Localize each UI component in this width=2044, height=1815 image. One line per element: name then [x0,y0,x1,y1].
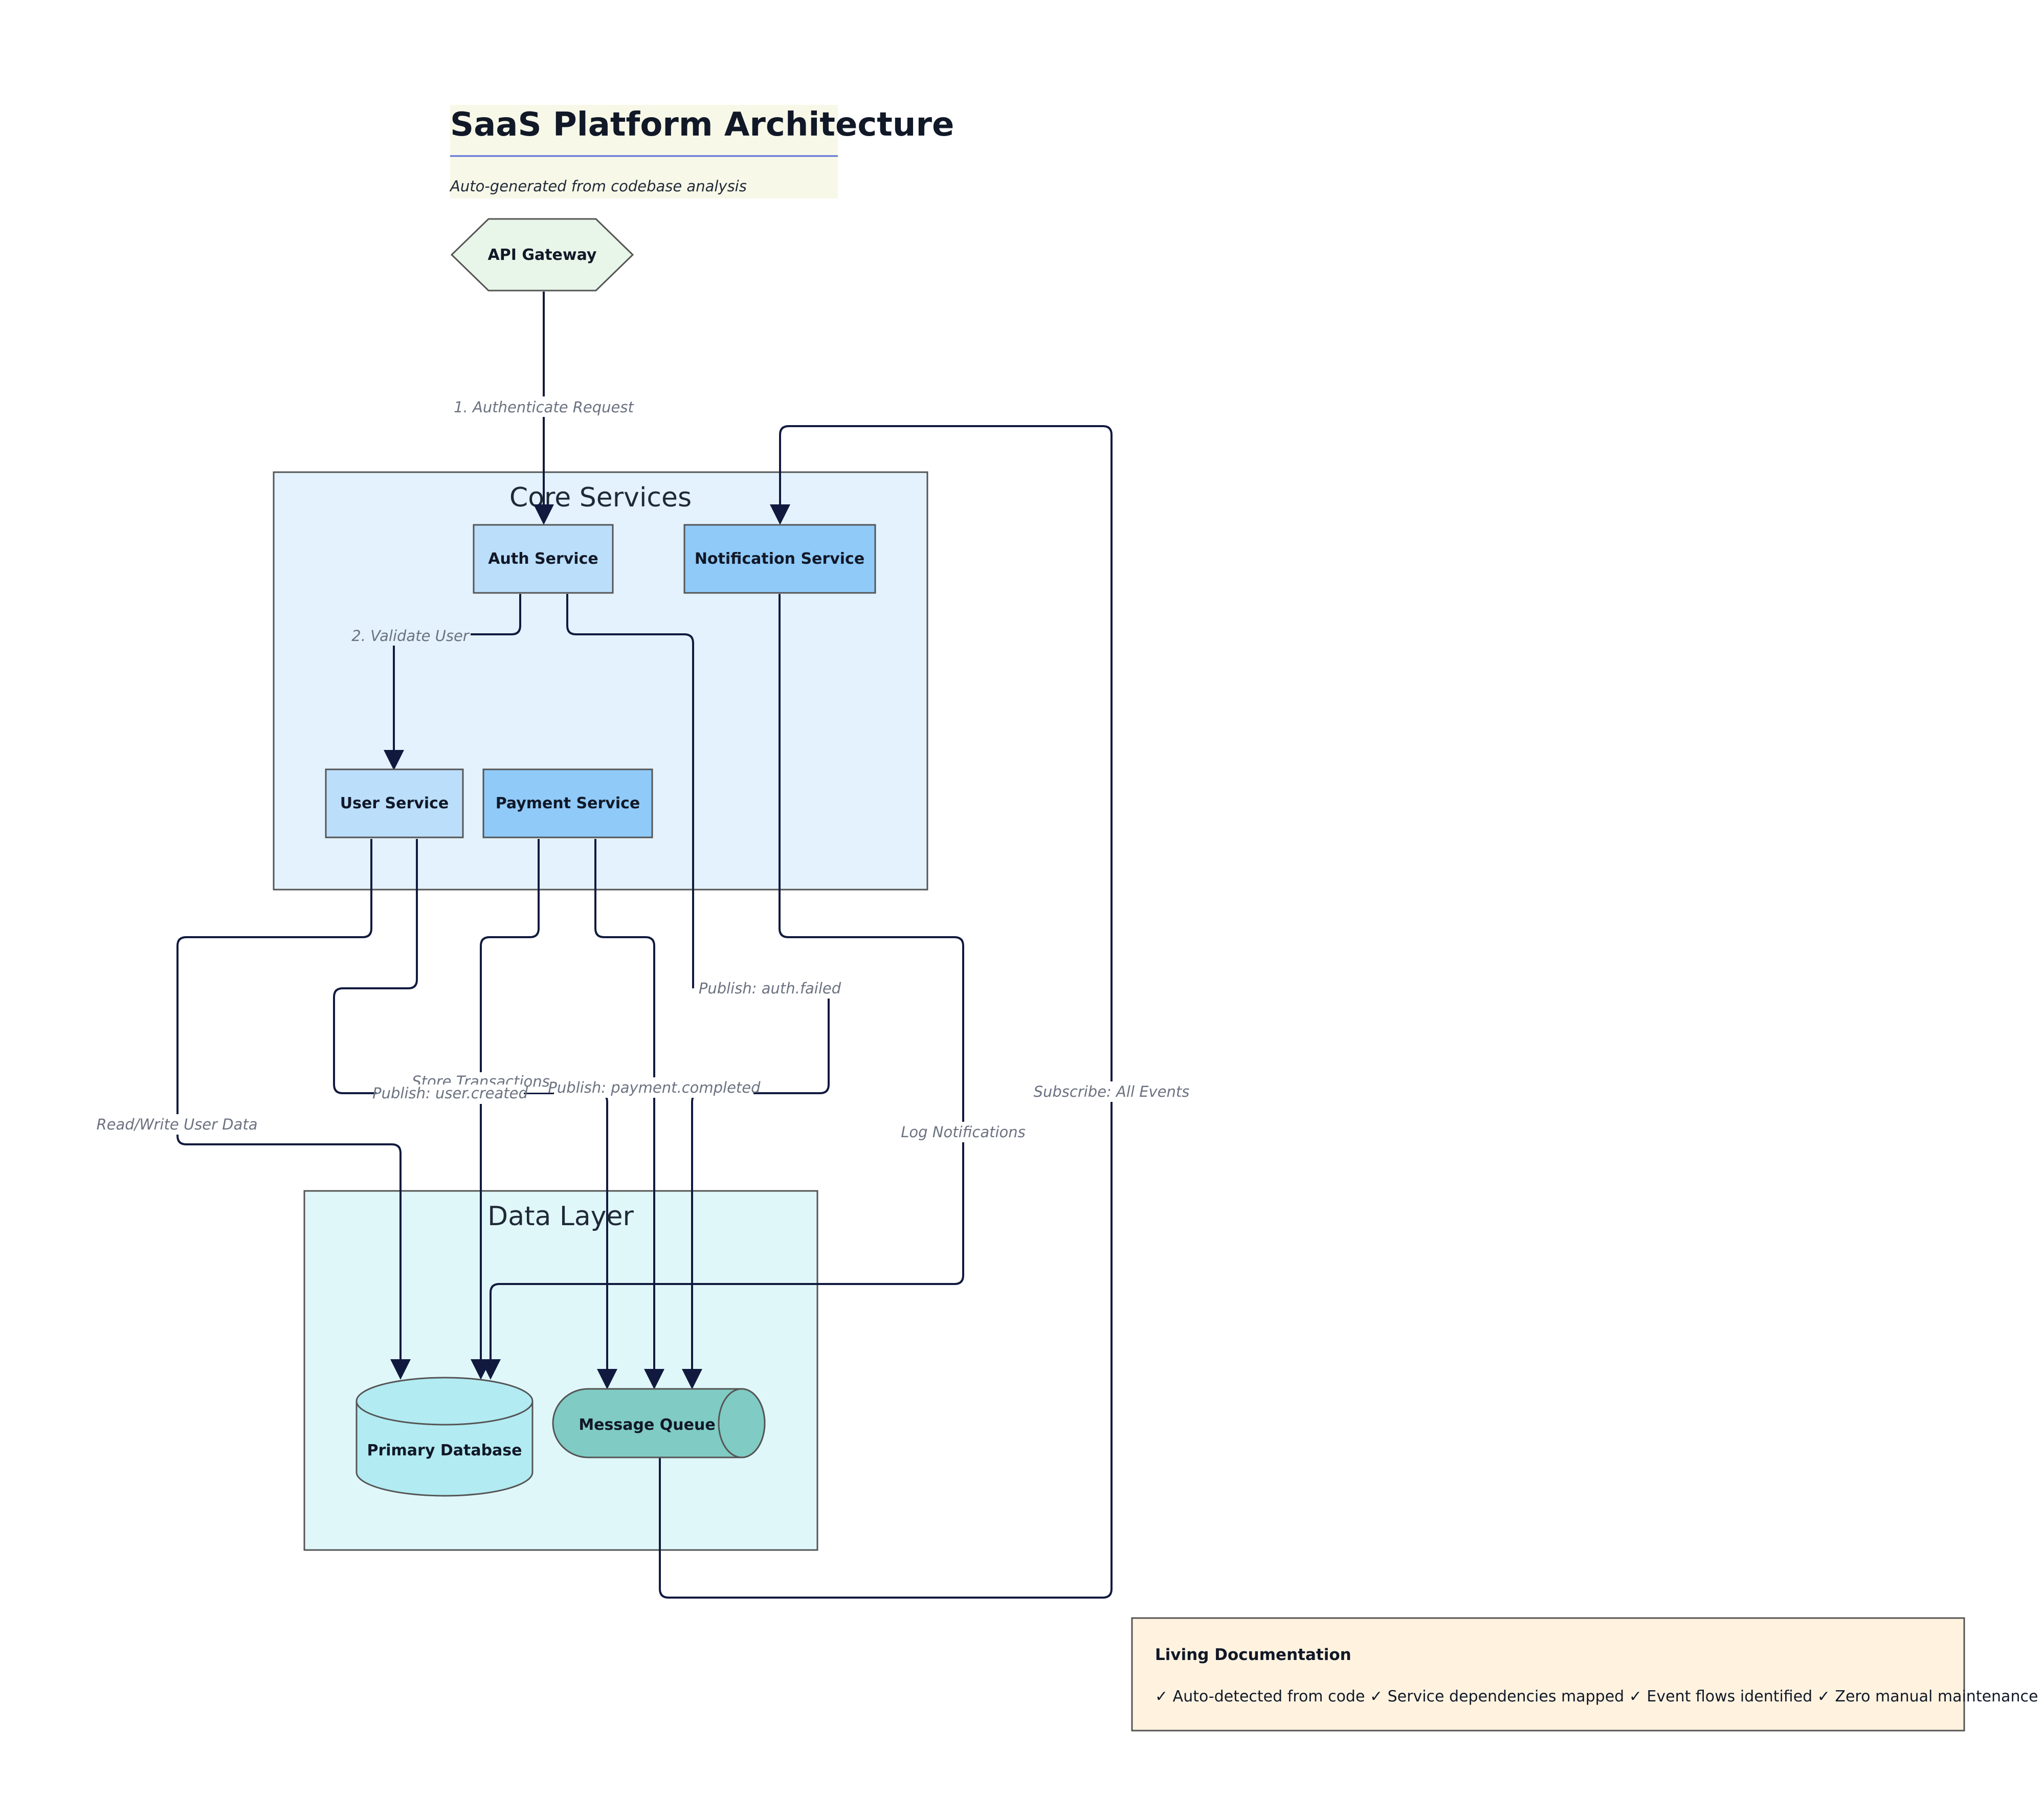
api-gateway-node[interactable]: API Gateway [450,218,634,292]
auth-failed-label-background [699,978,842,999]
user-service-box[interactable] [325,768,464,838]
log-notifications-label-background [903,1122,1024,1142]
user-service-node[interactable]: User Service [325,768,464,838]
user-created-label-background [376,1084,524,1104]
edge-subscribe-all-events[interactable] [659,425,1113,1599]
edge-auth-failed[interactable] [566,594,830,1387]
auth-failed-label: Publish: auth.failed [699,980,841,997]
edge-validate-user[interactable] [394,594,521,768]
note-box [1131,1617,1965,1732]
api-gateway-label: API Gateway [488,246,597,264]
primary-database-body[interactable] [356,1401,534,1497]
payment-service-node[interactable]: Payment Service [482,768,653,838]
primary-database-top[interactable] [356,1377,534,1426]
subscribe-label-background [1038,1081,1185,1102]
validate-user-label-background [356,625,469,646]
api-gateway-shape[interactable] [450,218,634,292]
title-background [450,105,838,198]
read-write-user-data-label: Read/Write User Data [96,1116,257,1133]
payment-completed-label: Publish: payment.completed [548,1079,761,1096]
subscribe-all-events-label: Subscribe: All Events [1034,1083,1190,1100]
message-queue-end[interactable] [718,1388,766,1458]
notification-service-label: Notification Service [695,550,864,568]
auth-service-box[interactable] [473,524,614,594]
title-block: SaaS Platform Architecture Auto-generate… [449,105,954,198]
page-subtitle: Auto-generated from codebase analysis [449,178,747,195]
edge-log-notifications[interactable] [480,594,964,1380]
notification-service-node[interactable]: Notification Service [683,524,876,594]
data-layer-label: Data Layer [487,1201,634,1232]
primary-database-node[interactable]: Primary Database [356,1377,534,1497]
living-documentation-note: Living Documentation ✓ Auto-detected fro… [1131,1617,2038,1732]
log-notifications-label: Log Notifications [901,1123,1026,1141]
edges [176,292,1113,1599]
note-title: Living Documentation [1155,1646,1351,1664]
payment-service-box[interactable] [482,768,653,838]
message-queue-label: Message Queue [579,1416,715,1434]
data-layer-container [303,1190,818,1551]
read-write-label-background [101,1114,255,1135]
primary-database-label: Primary Database [367,1442,522,1459]
validate-user-label: 2. Validate User [351,627,470,645]
data-layer-group: Data Layer [303,1190,818,1551]
authenticate-label: 1. Authenticate Request [454,399,634,416]
authenticate-label-background [462,396,626,417]
edge-labels: 1. Authenticate Request 2. Validate User… [96,396,1189,1142]
note-body: ✓ Auto-detected from code ✓ Service depe… [1155,1688,2038,1706]
core-services-label: Core Services [509,482,692,513]
payment-service-label: Payment Service [496,794,640,812]
user-created-label: Publish: user.created [372,1084,528,1102]
message-queue-node[interactable]: Message Queue [552,1388,766,1458]
auth-service-label: Auth Service [488,550,598,568]
page-title: SaaS Platform Architecture [450,106,954,144]
notification-service-box[interactable] [683,524,876,594]
edge-read-write-user-data[interactable] [176,839,401,1378]
auth-service-node[interactable]: Auth Service [473,524,614,594]
edge-store-transactions[interactable] [471,839,540,1380]
user-service-label: User Service [340,794,449,812]
edge-payment-completed[interactable] [594,839,664,1389]
payment-completed-label-background [554,1077,753,1098]
